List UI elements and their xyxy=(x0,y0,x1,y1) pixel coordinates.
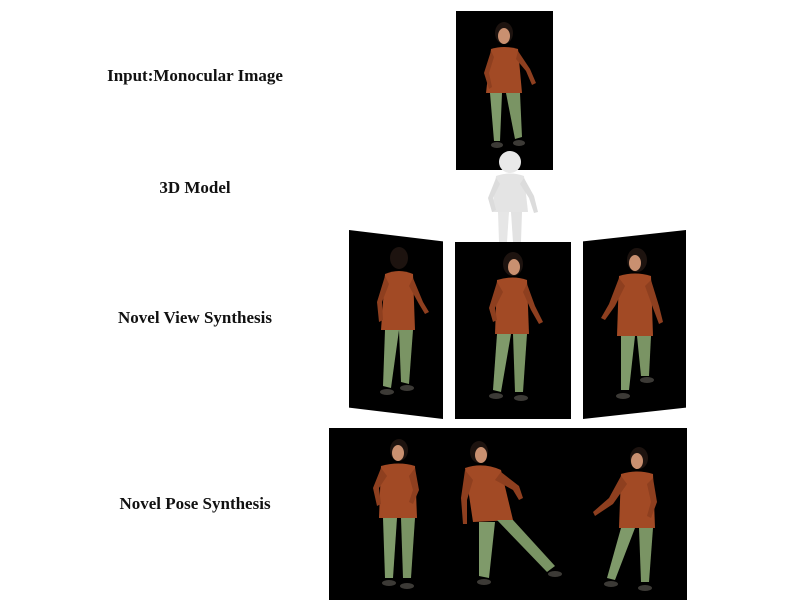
novel-view-panel-right xyxy=(583,230,686,419)
label-novel-pose-synthesis: Novel Pose Synthesis xyxy=(119,494,271,513)
leaning-pose-figure xyxy=(461,441,562,585)
novel-pose-panel xyxy=(329,428,687,600)
novel-view-panel-left xyxy=(349,230,443,419)
standing-pose-figure xyxy=(373,439,419,589)
novel-view-panel-center xyxy=(455,242,571,419)
label-input-monocular-image: Input:Monocular Image xyxy=(107,66,283,85)
label-novel-view-synthesis: Novel View Synthesis xyxy=(118,308,272,327)
3d-model-figure xyxy=(480,150,540,242)
label-3d-model: 3D Model xyxy=(159,178,231,197)
input-image-panel xyxy=(456,11,553,170)
walking-pose-figure xyxy=(593,447,657,591)
person-walking-figure xyxy=(484,22,536,148)
